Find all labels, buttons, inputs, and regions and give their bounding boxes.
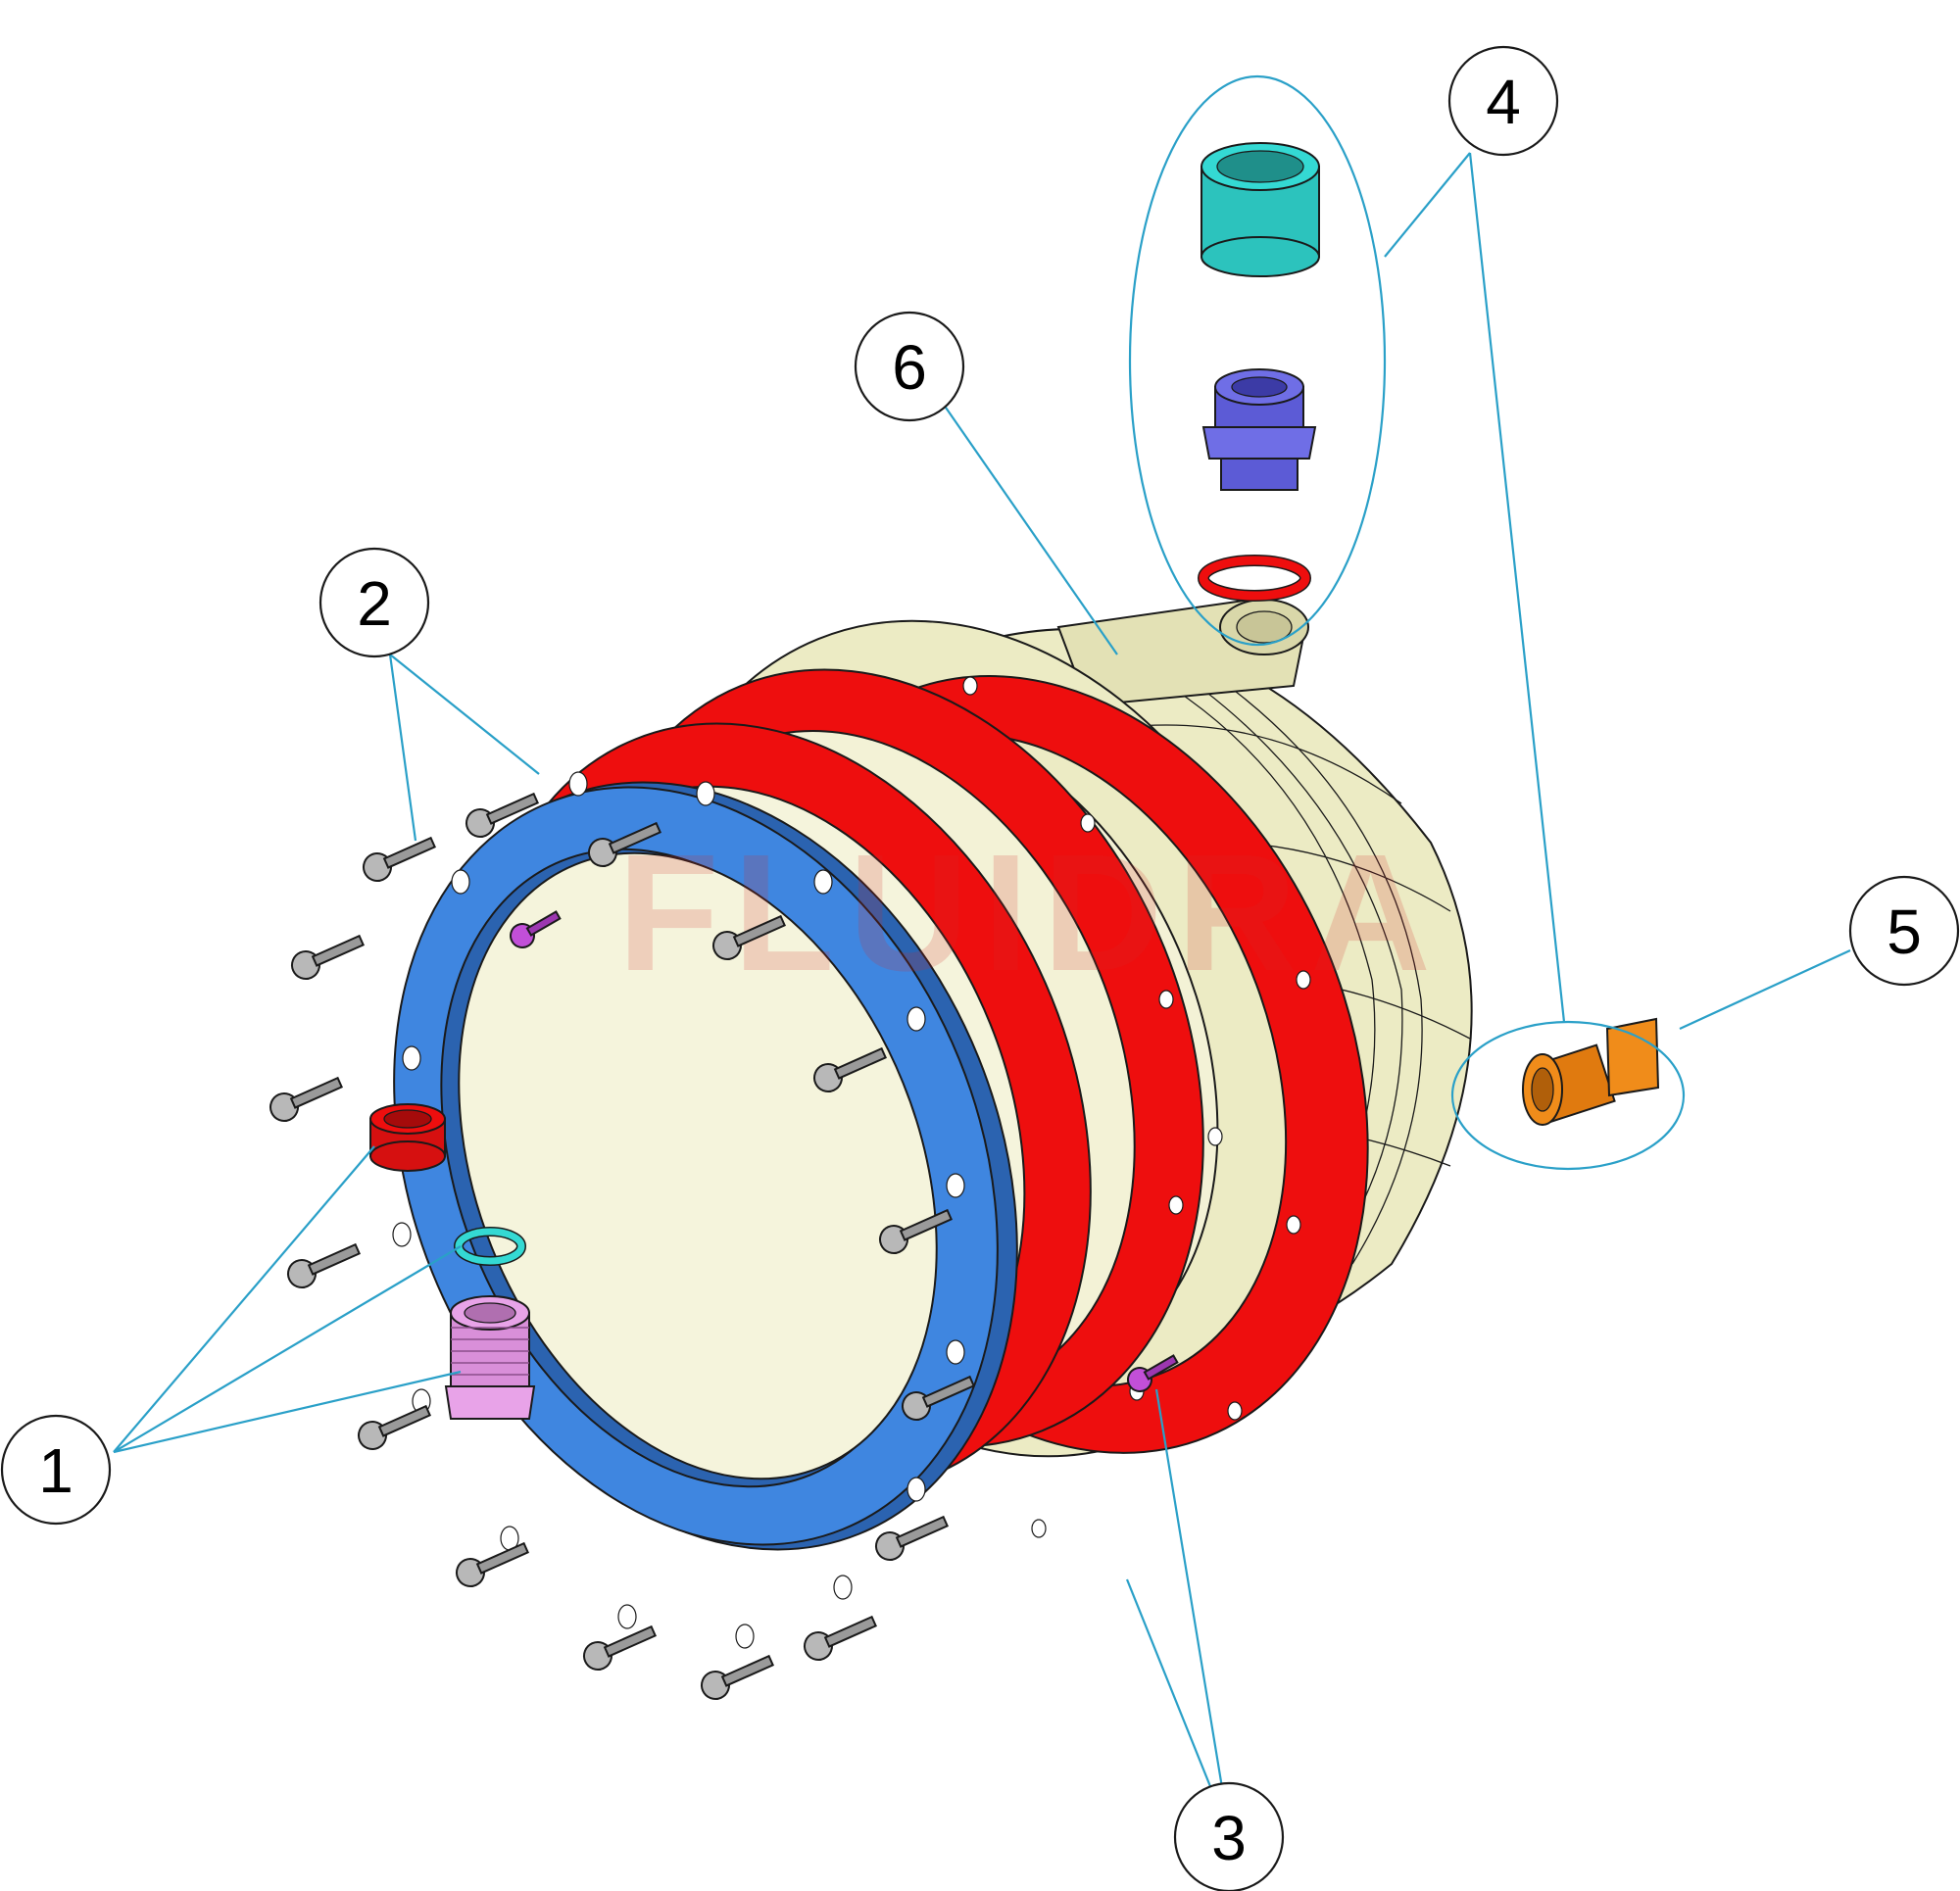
callout-5: 5 xyxy=(1848,875,1960,987)
screw xyxy=(712,914,786,960)
pink-threaded-nipple xyxy=(444,1295,536,1420)
callout-3-label: 3 xyxy=(1211,1803,1247,1873)
screw xyxy=(466,792,539,838)
red-o-ring xyxy=(1198,555,1311,602)
screw xyxy=(363,836,436,882)
screw xyxy=(583,1624,657,1671)
screw xyxy=(813,1046,887,1092)
watermark-text: FLUIDRA xyxy=(617,820,1445,1006)
screw xyxy=(291,934,365,980)
callout-3: 3 xyxy=(1173,1781,1285,1891)
screw xyxy=(270,1076,343,1122)
callout-6-label: 6 xyxy=(892,332,927,403)
screw xyxy=(875,1515,949,1561)
front-clamp-ring xyxy=(393,781,1018,1551)
callout-4: 4 xyxy=(1447,45,1559,157)
callout-1-label: 1 xyxy=(38,1435,74,1506)
screw xyxy=(701,1654,774,1700)
callout-2: 2 xyxy=(318,547,430,658)
purple-screw xyxy=(1127,1354,1179,1392)
ring-holes xyxy=(392,676,1311,1649)
screw xyxy=(879,1208,953,1254)
teal-cap xyxy=(1200,142,1320,277)
red-bushing xyxy=(369,1103,446,1172)
screw xyxy=(588,821,662,867)
leader-lines xyxy=(113,74,1851,1836)
mounting-screws xyxy=(270,792,975,1700)
screw xyxy=(456,1541,529,1587)
callout-1: 1 xyxy=(0,1414,112,1526)
callout-6: 6 xyxy=(854,311,965,422)
orange-threaded-nipple xyxy=(1522,1017,1660,1126)
screw xyxy=(287,1242,361,1288)
screw xyxy=(358,1404,431,1450)
screw xyxy=(804,1615,877,1661)
callout-2-label: 2 xyxy=(357,568,392,639)
callout-4-label: 4 xyxy=(1486,67,1521,137)
callout-5-label: 5 xyxy=(1886,897,1922,967)
purple-screw xyxy=(510,910,562,948)
screw xyxy=(902,1375,975,1421)
blue-threaded-nipple xyxy=(1201,368,1317,491)
